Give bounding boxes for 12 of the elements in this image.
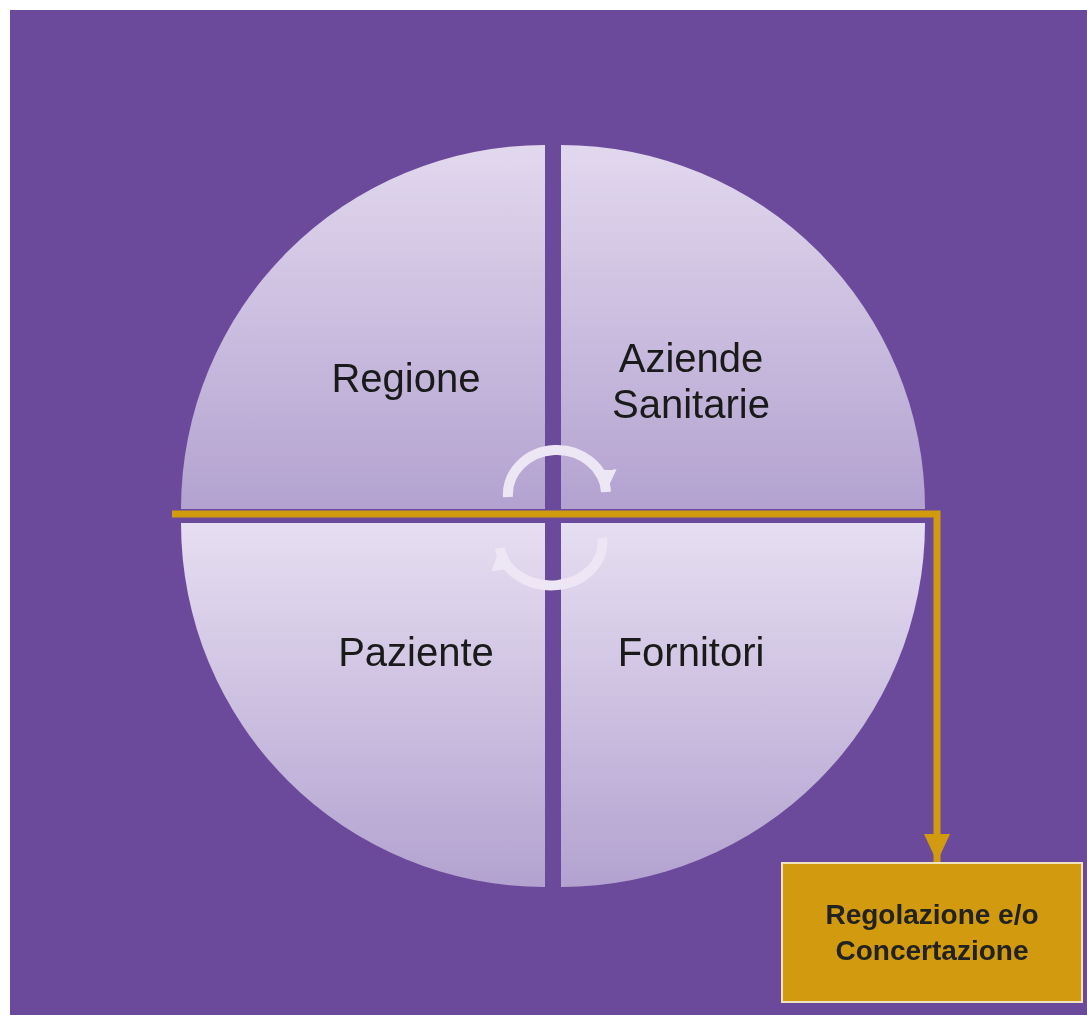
quadrant-segment: [561, 145, 925, 509]
segment-label: Regione: [330, 355, 482, 401]
cycle-arrow: [503, 444, 616, 498]
quadrant-segment: [181, 145, 545, 509]
box-label: Regolazione e/o Concertazione: [824, 897, 1040, 968]
segment-label: Paziente: [337, 629, 495, 675]
segment-label: Fornitori: [616, 629, 766, 675]
quadrant-segment: [181, 523, 545, 887]
quadrant-segment: [561, 523, 925, 887]
outcome-box: [781, 862, 1083, 1003]
segment-label: Aziende Sanitarie: [611, 335, 771, 427]
cycle-arrow: [493, 537, 608, 591]
